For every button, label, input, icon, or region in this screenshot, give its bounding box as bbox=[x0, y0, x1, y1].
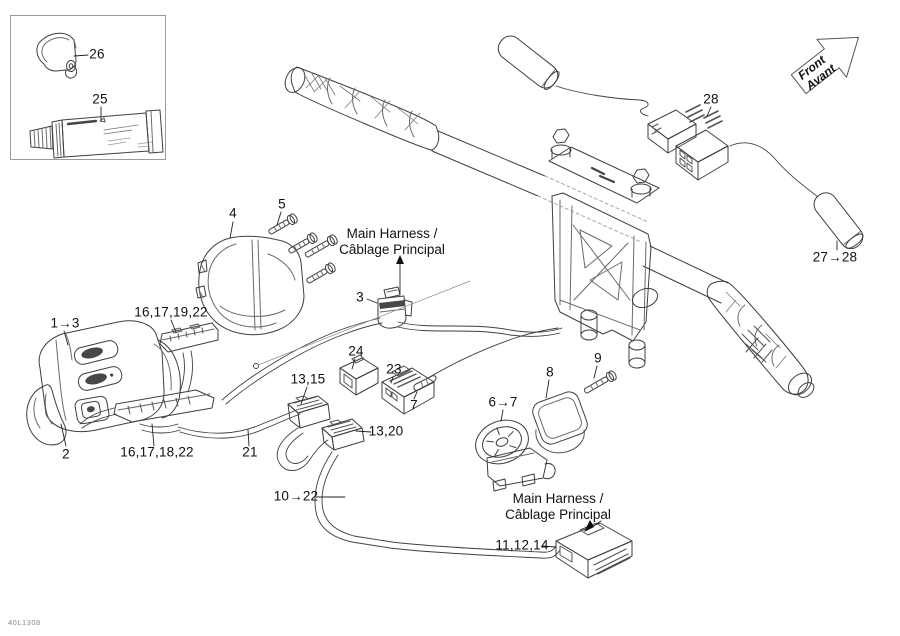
handlebar-tube-right bbox=[642, 245, 729, 304]
main-harness-top-line2: Câblage Principal bbox=[339, 242, 445, 257]
callout-9: 9 bbox=[594, 350, 602, 366]
harness-branch-wires bbox=[253, 280, 563, 379]
callout-25: 25 bbox=[92, 91, 108, 107]
screws-5 bbox=[268, 213, 338, 284]
connector-1320 bbox=[321, 418, 365, 451]
callout-13-15: 13,15 bbox=[290, 371, 326, 387]
harness-wire-21 bbox=[177, 317, 383, 439]
handlebar-tube-hidden bbox=[537, 175, 649, 243]
cap-8 bbox=[532, 391, 588, 454]
harness-wire-10-22 bbox=[276, 427, 561, 559]
main-harness-label-top: Main Harness / Câblage Principal bbox=[339, 226, 445, 258]
connector-28-pair bbox=[647, 104, 729, 181]
callout-13-20: 13,20 bbox=[368, 423, 404, 439]
callout-2: 2 bbox=[62, 446, 70, 462]
callout-arrow-up bbox=[396, 255, 404, 264]
callout-10-22: 10→22 bbox=[273, 488, 319, 504]
callout-28: 28 bbox=[703, 91, 719, 107]
multifunction-switch bbox=[26, 320, 181, 446]
main-harness-top-line1: Main Harness / bbox=[346, 226, 438, 242]
drawing-code: 40L1308 bbox=[8, 618, 41, 627]
callout-4: 4 bbox=[229, 205, 237, 221]
callout-arrow-down bbox=[584, 520, 594, 532]
callout-23: 23 bbox=[386, 361, 402, 377]
connector-1315 bbox=[287, 395, 331, 429]
handlebar-tube-left bbox=[431, 130, 546, 197]
callout-27-28: 27→28 bbox=[812, 249, 858, 265]
callout-24: 24 bbox=[348, 343, 364, 359]
callout-21: 21 bbox=[242, 444, 258, 460]
callout-16-17-19-22: 16,17,19,22 bbox=[134, 304, 208, 320]
part-26-clip bbox=[36, 32, 78, 79]
callout-6-7: 6→7 bbox=[488, 394, 518, 410]
grip-heater-element-right bbox=[729, 142, 864, 250]
tether-switch-6-7 bbox=[475, 419, 556, 492]
main-harness-bottom-line1: Main Harness / bbox=[512, 491, 604, 507]
ribbon-cable bbox=[179, 350, 193, 393]
connector-111214 bbox=[555, 522, 633, 579]
screw-9 bbox=[583, 370, 617, 394]
handlebar bbox=[284, 66, 815, 398]
grip-heater-element-left bbox=[497, 35, 649, 117]
leader-lines bbox=[60, 54, 838, 548]
callout-11-12-14: 11,12,14 bbox=[495, 537, 549, 553]
steering-riser bbox=[548, 128, 660, 369]
connector-16171922 bbox=[159, 322, 219, 353]
switch-housing-4 bbox=[195, 235, 305, 336]
callout-3: 3 bbox=[356, 289, 364, 305]
callout-1-3: 1→3 bbox=[50, 315, 80, 331]
left-grip bbox=[284, 66, 440, 151]
front-direction-arrow: Front Avant bbox=[790, 36, 860, 95]
callout-5: 5 bbox=[278, 196, 286, 212]
callout-26: 26 bbox=[89, 46, 105, 62]
connector-16171822 bbox=[79, 389, 215, 429]
connector-24 bbox=[339, 354, 379, 396]
terminal-7 bbox=[413, 375, 437, 391]
callout-16-17-18-22: 16,17,18,22 bbox=[120, 444, 194, 460]
main-harness-label-bottom: Main Harness / Câblage Principal bbox=[505, 491, 611, 523]
main-harness-bottom-line2: Câblage Principal bbox=[505, 507, 611, 522]
inset-box bbox=[10, 15, 166, 160]
connector-3 bbox=[377, 286, 413, 329]
callout-8: 8 bbox=[546, 364, 554, 380]
part-25-tube bbox=[29, 109, 164, 159]
right-grip bbox=[706, 280, 815, 398]
callout-7: 7 bbox=[410, 397, 418, 413]
